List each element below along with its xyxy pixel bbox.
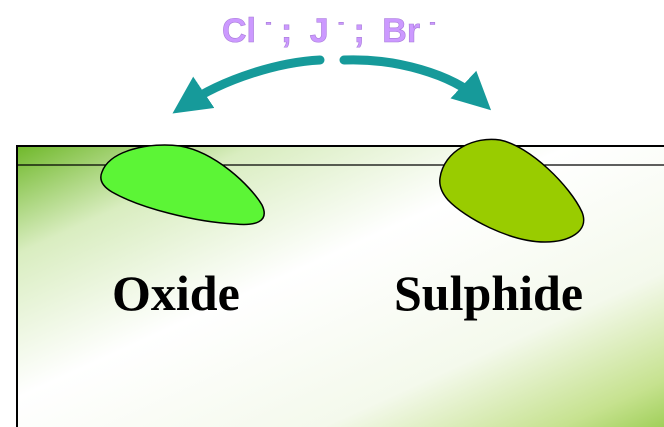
ion-bromide: Br bbox=[382, 12, 420, 50]
ion-separator-1: ; bbox=[281, 12, 292, 50]
ion-chloride-charge: - bbox=[265, 12, 271, 32]
right-arrow bbox=[339, 55, 492, 111]
sulphide-particle bbox=[439, 138, 585, 243]
ion-iodide-charge: - bbox=[338, 12, 344, 32]
ions-label: Cl - ; J - ; Br - bbox=[222, 0, 436, 50]
sulphide-label: Sulphide bbox=[394, 265, 583, 321]
oxide-particle bbox=[100, 144, 265, 226]
ion-separator-2: ; bbox=[354, 12, 365, 50]
ion-iodide: J bbox=[310, 12, 329, 50]
oxide-label: Oxide bbox=[112, 265, 240, 321]
left-arrow bbox=[172, 55, 325, 114]
ion-bromide-charge: - bbox=[430, 12, 436, 32]
ion-chloride: Cl bbox=[222, 12, 256, 50]
